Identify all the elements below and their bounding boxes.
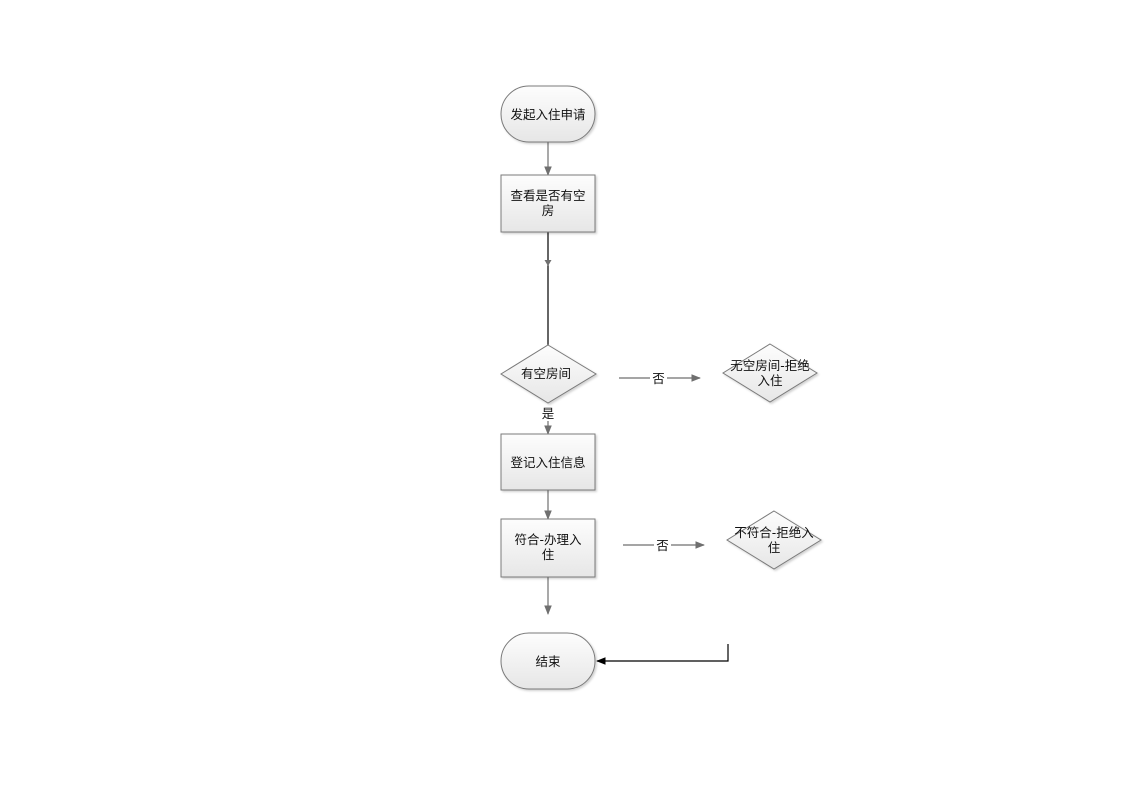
node-end[interactable]: 结束 <box>500 632 596 690</box>
node-label-line: 入住 <box>757 373 783 388</box>
edge-check-mid-arrow-icon <box>544 260 552 266</box>
node-check-rooms[interactable]: 查看是否有空房 <box>500 174 596 233</box>
edge-reject-to-end <box>596 644 729 665</box>
edge-label-no-1: 否 <box>652 371 665 386</box>
node-approve-label: 符合-办理入住 <box>514 532 582 562</box>
edge-label-no-2: 否 <box>656 538 669 553</box>
node-label-line: 不符合-拒绝入 <box>734 525 814 540</box>
node-approve-checkin[interactable]: 符合-办理入住 <box>500 518 596 578</box>
node-has-room-decision[interactable]: 有空房间 <box>500 344 597 404</box>
node-not-eligible-label: 不符合-拒绝入住 <box>734 525 814 555</box>
node-label-line: 结束 <box>535 654 561 669</box>
node-start[interactable]: 发起入住申请 <box>500 85 596 143</box>
node-start-label: 发起入住申请 <box>510 107 585 122</box>
node-check-rooms-label: 查看是否有空房 <box>510 188 585 218</box>
node-end-label: 结束 <box>535 654 561 669</box>
node-label-line: 发起入住申请 <box>510 107 585 122</box>
node-label-line: 查看是否有空 <box>510 188 585 203</box>
node-label-line: 符合-办理入 <box>514 532 582 547</box>
node-has-room-label: 有空房间 <box>521 366 571 381</box>
node-not-eligible-reject[interactable]: 不符合-拒绝入住 <box>726 510 822 570</box>
node-no-room-reject[interactable]: 无空房间-拒绝入住 <box>722 343 818 403</box>
node-label-line: 住 <box>542 547 555 562</box>
node-label-line: 住 <box>768 540 781 555</box>
node-label-line: 登记入住信息 <box>510 455 585 470</box>
node-label-line: 房 <box>542 203 555 218</box>
node-register-info[interactable]: 登记入住信息 <box>500 433 596 491</box>
node-register-label: 登记入住信息 <box>510 455 585 470</box>
node-label-line: 无空房间-拒绝 <box>730 358 810 373</box>
node-label-line: 有空房间 <box>521 366 571 381</box>
connectors <box>544 142 729 665</box>
edge-label-yes: 是 <box>542 406 555 421</box>
node-no-room-label: 无空房间-拒绝入住 <box>730 358 810 388</box>
